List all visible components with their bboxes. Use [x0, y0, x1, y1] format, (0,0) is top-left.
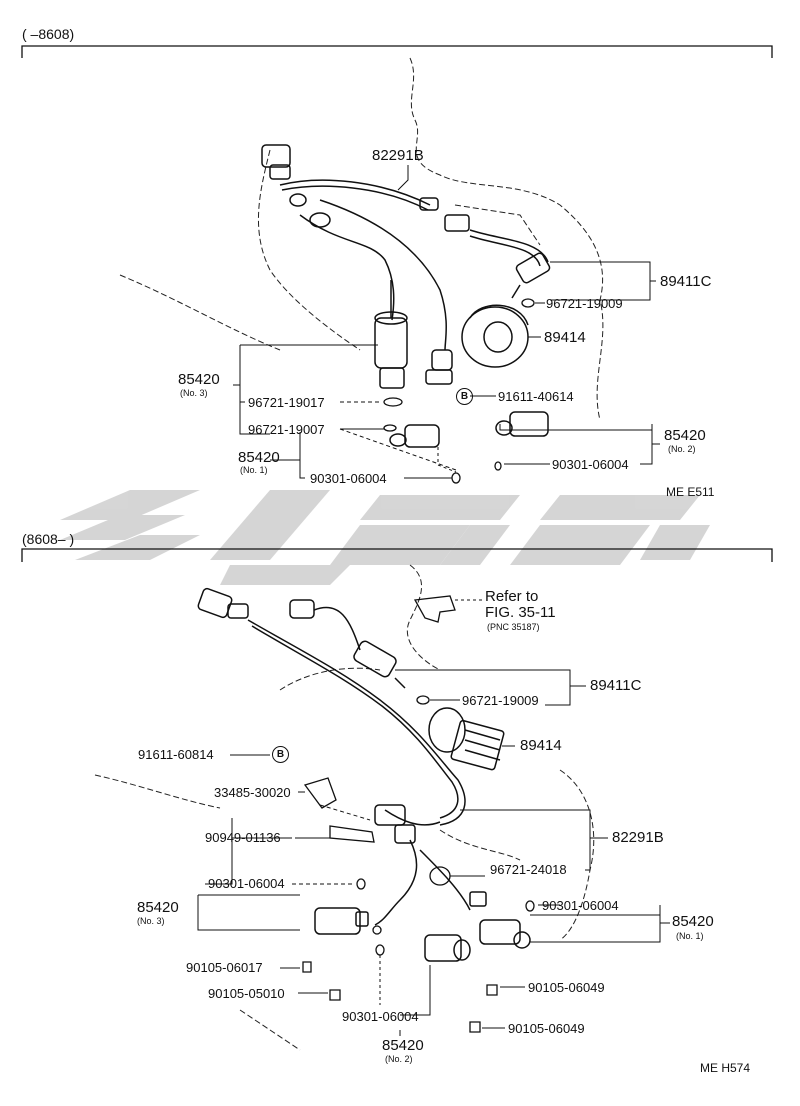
label-85420-no2-bottom: 85420	[382, 1037, 424, 1054]
label-90301-06004-bottom-a: 90301-06004	[208, 876, 285, 891]
label-89414-bottom: 89414	[520, 737, 562, 754]
bottom-bolts	[302, 961, 498, 1033]
label-89414-top: 89414	[544, 329, 586, 346]
bottom-harness-82291b	[197, 587, 487, 926]
top-ring-89414	[461, 304, 529, 368]
label-90105-06017: 90105-06017	[186, 960, 263, 975]
top-section-range: ( –8608)	[22, 26, 75, 42]
label-91611-40614-top: 91611-40614	[498, 389, 574, 404]
label-85420-no1-top: 85420	[238, 449, 280, 466]
label-90105-06049-b: 90105-06049	[508, 1021, 585, 1036]
bottom-solenoids	[314, 907, 531, 962]
label-91611-60814: 91611-60814	[138, 747, 214, 762]
label-90301-06004-bottom-b: 90301-06004	[542, 898, 619, 913]
label-90105-05010: 90105-05010	[208, 986, 285, 1001]
label-89411c-bottom: 89411C	[590, 677, 642, 694]
label-96721-19017-top: 96721-19017	[248, 395, 325, 410]
label-85420-no2-sub-bottom: (No. 2)	[385, 1054, 413, 1064]
label-96721-24018: 96721-24018	[490, 862, 567, 877]
top-harness-82291b	[261, 144, 447, 351]
top-orings	[383, 298, 535, 484]
label-refer-pnc: (PNC 35187)	[487, 622, 540, 632]
top-sensor-b	[425, 349, 453, 385]
label-refer-fig: FIG. 35-11	[485, 604, 556, 621]
label-85420-no3-bottom: 85420	[137, 899, 179, 916]
label-90301-06004-bottom-c: 90301-06004	[342, 1009, 419, 1024]
top-engine-outline	[119, 57, 604, 421]
label-85420-no1-sub-top: (No. 1)	[240, 465, 268, 475]
top-solenoid-no2	[495, 411, 549, 437]
bottom-refer-bracket	[413, 595, 456, 623]
bottom-leader-lines	[197, 599, 670, 1036]
bottom-engine-outline	[94, 564, 595, 1051]
bottom-sensor-89411c	[289, 599, 406, 689]
label-85420-no3-top: 85420	[178, 371, 220, 388]
top-leader-lines	[233, 165, 660, 479]
top-sensor-89411c	[444, 214, 551, 299]
bubble-b-top: B	[456, 388, 473, 405]
bottom-gear-89414	[428, 707, 505, 771]
label-90105-06049-a: 90105-06049	[528, 980, 605, 995]
bottom-diagram-code: ME H574	[700, 1061, 751, 1075]
label-refer-to: Refer to	[485, 588, 539, 605]
top-solenoid-no3	[374, 280, 408, 389]
label-82291b-top: 82291B	[372, 147, 424, 164]
watermark-logo	[60, 490, 710, 585]
section-dividers	[21, 45, 773, 562]
label-85420-no3-sub-top: (No. 3)	[180, 388, 208, 398]
bottom-section-range: (8608– )	[22, 531, 75, 547]
label-89411c-top: 89411C	[660, 273, 712, 290]
bottom-orings	[356, 695, 535, 956]
label-85420-no2-sub-top: (No. 2)	[668, 444, 696, 454]
label-82291b-bottom: 82291B	[612, 829, 664, 846]
label-85420-no1-bottom: 85420	[672, 913, 714, 930]
label-96721-19009-bottom: 96721-19009	[462, 693, 539, 708]
label-90301-06004-top-a: 90301-06004	[552, 457, 629, 472]
label-90949-01136: 90949-01136	[205, 830, 281, 845]
bubble-b-bottom: B	[272, 746, 289, 763]
top-diagram-code: ME E511	[666, 485, 715, 499]
bottom-brackets	[303, 777, 375, 843]
label-96721-19007-top: 96721-19007	[248, 422, 325, 437]
label-85420-no1-sub-bottom: (No. 1)	[676, 931, 704, 941]
label-33485-30020: 33485-30020	[214, 785, 291, 800]
label-96721-19009-top: 96721-19009	[546, 296, 623, 311]
label-90301-06004-top-b: 90301-06004	[310, 471, 387, 486]
label-85420-no2-top: 85420	[664, 427, 706, 444]
top-solenoid-no1	[389, 424, 440, 448]
label-85420-no3-sub-bottom: (No. 3)	[137, 916, 165, 926]
